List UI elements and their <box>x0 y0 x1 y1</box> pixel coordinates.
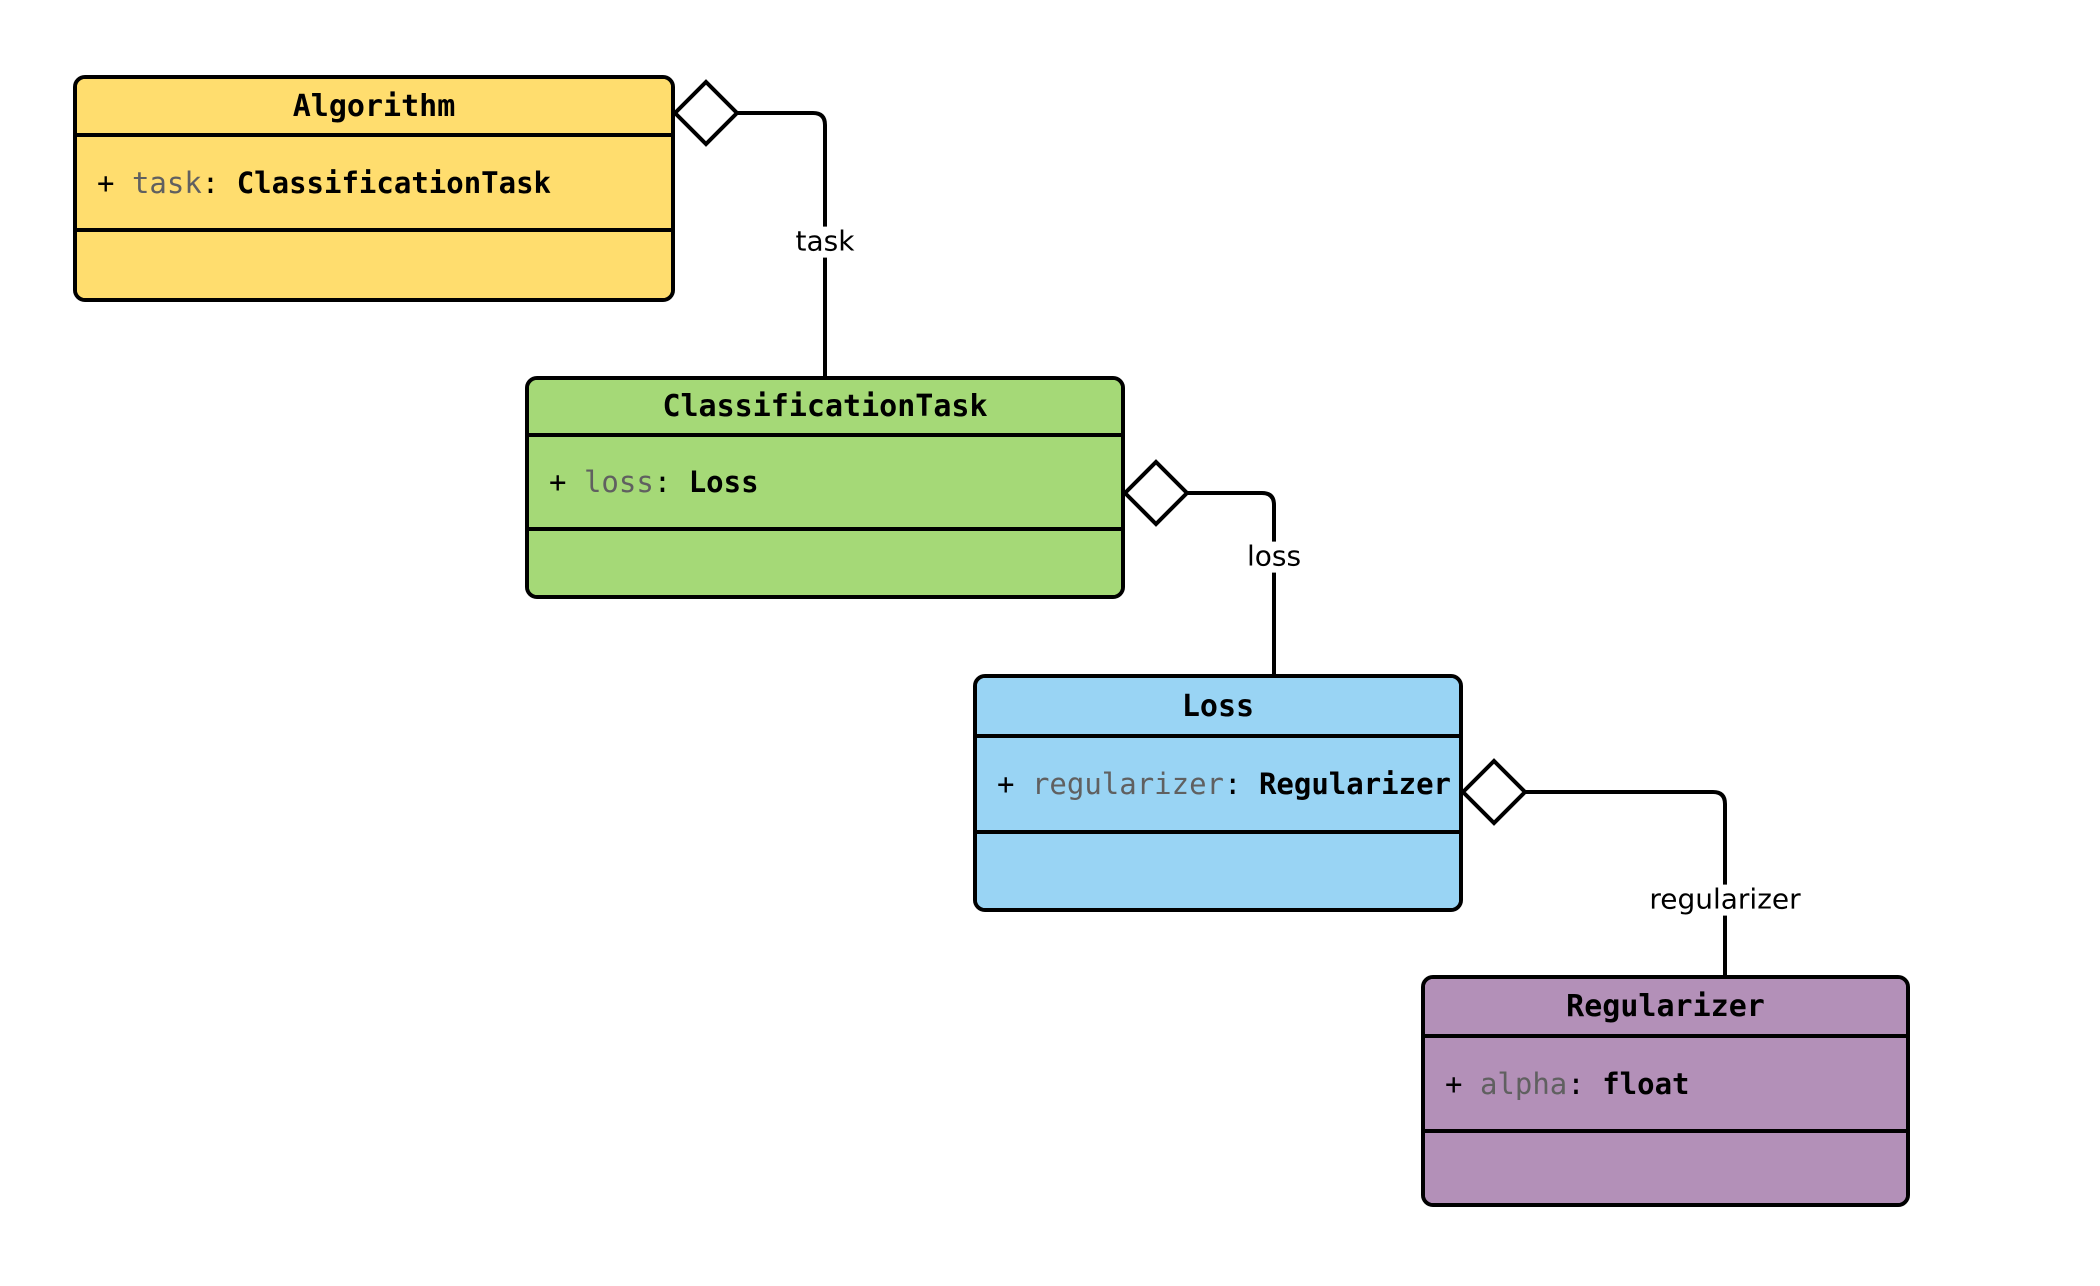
class-operations-regularizer <box>1425 1133 1906 1203</box>
attribute-separator: : <box>653 465 672 499</box>
relation-label-loss: loss <box>1243 541 1305 573</box>
attribute-name: regularizer <box>1031 767 1224 801</box>
attribute-type: Regularizer <box>1258 767 1451 801</box>
class-operations-loss <box>977 834 1459 908</box>
class-box-algorithm[interactable]: Algorithm + task: ClassificationTask <box>73 75 675 302</box>
relation-classificationtask-loss-line <box>1187 491 1276 674</box>
aggregation-diamond-loss <box>1460 758 1528 826</box>
class-attributes-classification-task: + loss: Loss <box>529 437 1121 531</box>
attribute-visibility: + <box>549 465 567 499</box>
class-header-loss: Loss <box>977 678 1459 738</box>
class-box-loss[interactable]: Loss + regularizer: Regularizer <box>973 674 1463 912</box>
class-name-loss: Loss <box>1181 688 1255 724</box>
attribute-name: task <box>131 165 202 200</box>
class-box-regularizer[interactable]: Regularizer + alpha: float <box>1421 975 1910 1207</box>
aggregation-diamond-classificationtask <box>1122 459 1190 527</box>
attribute-visibility: + <box>97 165 115 200</box>
class-header-regularizer: Regularizer <box>1425 979 1906 1038</box>
class-name-regularizer: Regularizer <box>1566 989 1765 1024</box>
attribute-separator: : <box>1224 767 1242 801</box>
attribute-separator: : <box>201 165 220 200</box>
class-attributes-loss: + regularizer: Regularizer <box>977 738 1459 834</box>
attribute-separator: : <box>1567 1066 1585 1101</box>
class-attributes-algorithm: + task: ClassificationTask <box>77 137 671 232</box>
attribute-name: alpha <box>1479 1066 1568 1101</box>
attribute-name: loss <box>583 465 654 499</box>
relation-loss-regularizer <box>1460 758 1727 975</box>
class-name-algorithm: Algorithm <box>292 88 456 124</box>
attribute-visibility: + <box>1445 1066 1463 1101</box>
relation-label-task: task <box>792 226 858 258</box>
attribute-row: + loss: Loss <box>529 465 759 499</box>
attribute-row: + task: ClassificationTask <box>77 166 551 200</box>
relation-label-regularizer: regularizer <box>1646 884 1804 916</box>
aggregation-diamond-algorithm <box>672 79 740 147</box>
attribute-type: ClassificationTask <box>236 165 551 200</box>
attribute-row: + alpha: float <box>1425 1067 1690 1101</box>
class-attributes-regularizer: + alpha: float <box>1425 1038 1906 1133</box>
attribute-type: Loss <box>688 465 759 499</box>
attribute-row: + regularizer: Regularizer <box>977 767 1451 801</box>
class-name-classification-task: ClassificationTask <box>662 389 988 424</box>
class-box-classification-task[interactable]: ClassificationTask + loss: Loss <box>525 376 1125 599</box>
class-operations-classification-task <box>529 531 1121 595</box>
attribute-type: float <box>1602 1066 1690 1101</box>
class-operations-algorithm <box>77 232 671 298</box>
class-header-algorithm: Algorithm <box>77 79 671 137</box>
attribute-visibility: + <box>997 767 1015 801</box>
class-header-classification-task: ClassificationTask <box>529 380 1121 437</box>
